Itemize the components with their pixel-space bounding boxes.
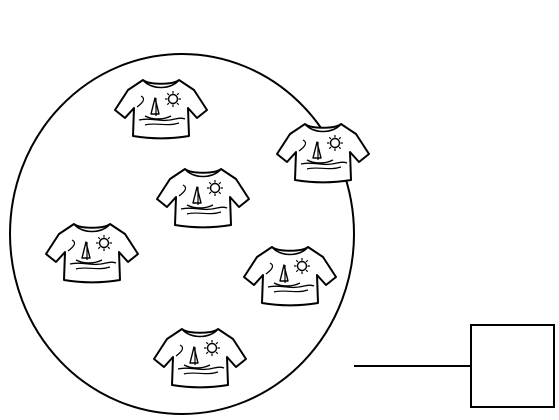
group-circle: [9, 53, 355, 415]
answer-box[interactable]: [470, 324, 555, 408]
